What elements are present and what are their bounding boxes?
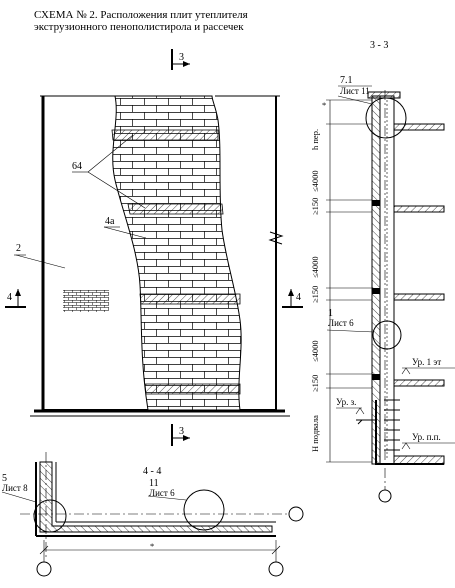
level-z-label: Ур. з.: [336, 397, 356, 407]
callout-11-circle: [183, 489, 225, 531]
cut-3-top-label: 3: [179, 52, 184, 63]
cut-3-bottom-arrowhead: [183, 435, 190, 441]
cut-3-bottom-label: 3: [179, 426, 184, 437]
dim-150-b: ≥150: [310, 286, 320, 303]
section-cutoff-1: [372, 200, 380, 206]
label-64: 64: [72, 161, 82, 172]
dim-150-c: ≥150: [310, 375, 320, 392]
dim-4000-b: ≤4000: [310, 256, 320, 278]
section-3-3: 3 - 3: [310, 40, 455, 503]
leader-64-b: [87, 171, 146, 209]
leader-64-a: [87, 134, 134, 173]
plan-axis-bubble-left: [36, 561, 52, 577]
facade-elevation: 64 4а 2 3 3 4 4: [5, 49, 303, 446]
level-z-mark: [355, 407, 365, 415]
callout-1-sheet: Лист 6: [328, 318, 354, 328]
section-4-4: 4 - 4 * 5 Лист 8 11 Лист 6: [1, 452, 304, 577]
callout-71-sheet: Лист 11: [340, 86, 370, 96]
cutoff-band-1: [111, 129, 219, 141]
title-line-2: экструзионного пенополистирола и рассече…: [34, 21, 244, 33]
plan-wall-hatched: [39, 461, 273, 533]
plan-axis-bubble-right: [288, 506, 304, 522]
section-33-title: 3 - 3: [370, 40, 388, 51]
callout-71-circle: [365, 97, 407, 139]
level-pp-mark: [401, 442, 411, 450]
callout-11-number: 11: [149, 478, 159, 489]
leader-4a: [103, 226, 147, 239]
cutoff-band-2: [127, 203, 224, 215]
basement-floor: [393, 455, 445, 465]
section-cutoff-2: [372, 288, 380, 294]
cutoff-band-4: [144, 383, 241, 395]
callout-5-leader: [1, 491, 37, 503]
level-pp-label: Ур. п.п.: [412, 432, 441, 442]
section-axis-bubble: [378, 489, 392, 503]
section-cutoff-3: [372, 374, 380, 380]
callout-1-leader: [326, 329, 375, 333]
brick-masonry: [112, 95, 242, 411]
plan-dim-star: *: [150, 541, 154, 551]
cut-4-left-label: 4: [7, 292, 12, 303]
callout-71-leader: [337, 95, 373, 105]
section-parapet: [367, 91, 401, 99]
title-line-1: СХЕМА № 2. Расположения плит утеплителя: [34, 9, 248, 21]
callout-5-sheet: Лист 8: [2, 483, 28, 493]
cut-4-right-label: 4: [296, 292, 301, 303]
callout-11-leader: [147, 495, 187, 501]
slab-3: [393, 293, 445, 301]
dim-star: *: [322, 100, 326, 110]
cut-3-top-arrowhead: [183, 61, 190, 67]
callout-1-circle: [372, 320, 402, 350]
dim-h-per: h пер.: [310, 129, 320, 150]
cutoff-band-3: [139, 293, 241, 305]
dim-150-a: ≥150: [310, 198, 320, 215]
slab-roof: [393, 123, 445, 131]
dim-h-podvala: Н подвала: [310, 415, 320, 452]
callout-71-number: 7.1: [340, 75, 353, 86]
brick-symbol: [63, 290, 109, 312]
slab-1: [393, 379, 445, 387]
callout-5-number: 5: [2, 473, 7, 484]
plan-dim-tick-right: [271, 545, 281, 555]
dim-4000-c: ≤4000: [310, 340, 320, 362]
break-mark: [268, 231, 284, 245]
level-1-label: Ур. 1 эт: [412, 357, 441, 367]
callout-5-circle: [33, 499, 67, 533]
section-44-title: 4 - 4: [143, 466, 161, 477]
cut-4-left-arrowhead: [15, 289, 21, 296]
title-block: СХЕМА № 2. Расположения плит утеплителя …: [34, 9, 248, 33]
callout-11-sheet: Лист 6: [149, 488, 175, 498]
slab-2: [393, 205, 445, 213]
plan-axis-bubble-right-bottom: [268, 561, 284, 577]
callout-1-number: 1: [328, 308, 333, 319]
label-2: 2: [16, 243, 21, 254]
plan-dim-tick-left: [39, 545, 49, 555]
level-1-mark: [401, 367, 411, 375]
label-4a: 4а: [105, 216, 115, 227]
ground-tick: [357, 419, 363, 425]
leader-2: [15, 254, 66, 269]
dim-4000-a: ≤4000: [310, 170, 320, 192]
cut-4-right-arrowhead: [288, 289, 294, 296]
